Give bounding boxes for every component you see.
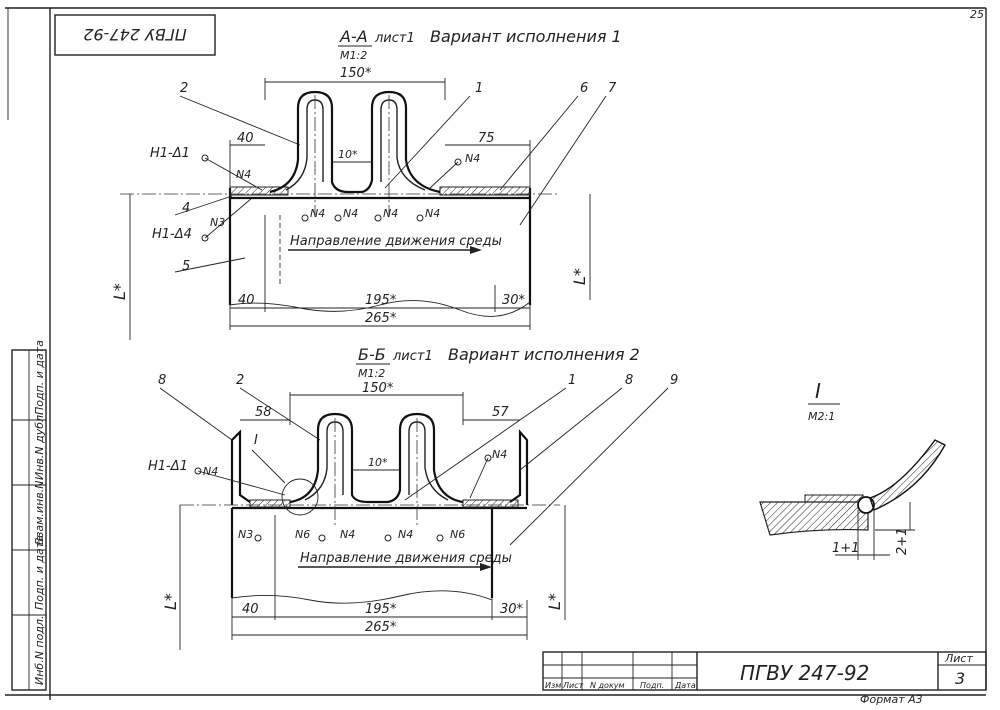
- view-a-dim-total: 265*: [365, 311, 397, 326]
- view-a-title: А-А: [339, 27, 368, 46]
- callout-9: 9: [670, 373, 678, 388]
- tb-sheet-no: 3: [955, 669, 965, 688]
- view-b-title: Б-Б: [358, 345, 386, 364]
- view-a-n-5: N4: [236, 168, 251, 181]
- view-b-flow: Направление движения среды: [300, 551, 512, 566]
- view-a-dim-top: 150*: [340, 66, 372, 81]
- view-a-dim-75: 75: [478, 131, 495, 146]
- side-label-2: Взам.инв.N: [33, 481, 46, 545]
- view-b-n-0: N4: [203, 465, 218, 478]
- view-b-scale: М1:2: [358, 367, 385, 380]
- tb-format: Формат А3: [860, 693, 923, 706]
- detail-dim-b: 2+1: [895, 528, 910, 555]
- view-b-variant: Вариант исполнения 2: [448, 345, 640, 364]
- callout-1-a: 1: [475, 81, 483, 96]
- page-number: 25: [970, 8, 984, 21]
- view-a-weld-h1b: Н1-Δ4: [152, 227, 192, 242]
- view-b-dim-L-right: L*: [545, 593, 564, 610]
- callout-5: 5: [182, 259, 190, 274]
- side-label-4: Подп. и дата: [33, 340, 46, 415]
- title-block: Изм Лист N докум Подп. Дата ПГВУ 247-92 …: [542, 651, 987, 706]
- view-a-flow: Направление движения среды: [290, 234, 502, 249]
- view-a-sheet-ref: лист1: [374, 31, 415, 46]
- side-label-1: Подп. и дата: [33, 535, 46, 610]
- view-a-variant: Вариант исполнения 1: [430, 27, 622, 46]
- view-b-dim-mid: 195*: [365, 602, 397, 617]
- callout-8-b: 8: [625, 373, 633, 388]
- view-b: Б-Б лист1 Вариант исполнения 2 М1:2 150*…: [148, 345, 678, 650]
- view-a-dim-L-right: L*: [570, 268, 589, 285]
- view-a-dim-10: 10*: [338, 148, 358, 161]
- view-b-n-2: N3: [238, 528, 253, 541]
- callout-7: 7: [608, 81, 617, 96]
- drawing-frame: [5, 7, 987, 700]
- view-b-dim-58: 58: [255, 405, 272, 420]
- view-b-detail-mark: I: [254, 433, 258, 448]
- view-a-n-3: N3: [210, 216, 225, 229]
- tb-col-2: N докум: [590, 681, 625, 690]
- side-label-3: Инв.N дубл.: [33, 411, 46, 480]
- doc-code-box: ПГВУ 247-92: [54, 14, 216, 56]
- view-a-dim-40: 40: [237, 131, 254, 146]
- view-a-n-2: N4: [383, 207, 398, 220]
- view-b-dim-total: 265*: [365, 620, 397, 635]
- view-a: А-А лист1 Вариант исполнения 1 М1:2 150*…: [110, 27, 622, 340]
- view-a-n-4: N4: [465, 152, 480, 165]
- callout-2-b: 2: [236, 373, 244, 388]
- callout-8-a: 8: [158, 373, 166, 388]
- view-b-n-5: N4: [398, 528, 413, 541]
- view-b-n-6: N6: [450, 528, 465, 541]
- detail-dim-a: 1+1: [832, 541, 859, 556]
- view-b-n-4: N4: [340, 528, 355, 541]
- view-b-dim-top: 150*: [362, 381, 394, 396]
- detail-mark: I: [815, 379, 821, 403]
- view-a-weld-h1: Н1-Δ1: [150, 146, 190, 161]
- view-a-dim-mid: 195*: [365, 293, 397, 308]
- view-a-n-3b: N4: [425, 207, 440, 220]
- side-stamp: Инб.N подл. Подп. и дата Взам.инв.N Инв.…: [11, 340, 47, 691]
- tb-col-3: Подп.: [640, 681, 664, 690]
- view-b-dim-57: 57: [492, 405, 509, 420]
- view-b-n-1: N4: [492, 448, 507, 461]
- detail-i: I М2:1 1+1 2+1: [759, 379, 946, 560]
- callout-6: 6: [580, 81, 588, 96]
- view-b-dim-10: 10*: [368, 456, 388, 469]
- view-b-dim-l: 40: [242, 602, 259, 617]
- detail-scale: М2:1: [808, 410, 835, 423]
- tb-col-1: Лист: [562, 681, 584, 690]
- view-a-dim-l: 40: [238, 293, 255, 308]
- tb-col-4: Дата: [674, 681, 696, 690]
- view-a-n-0: N4: [310, 207, 325, 220]
- tb-code: ПГВУ 247-92: [740, 661, 869, 685]
- tb-sheet-label: Лист: [944, 652, 973, 665]
- view-b-sheet-ref: лист1: [392, 349, 433, 364]
- callout-2-a: 2: [180, 81, 188, 96]
- view-b-weld-h1: Н1-Δ1: [148, 459, 188, 474]
- view-a-scale: М1:2: [340, 49, 367, 62]
- view-a-n-1: N4: [343, 207, 358, 220]
- callout-1-b: 1: [568, 373, 576, 388]
- tb-col-0: Изм: [545, 681, 561, 690]
- side-label-0: Инб.N подл.: [33, 616, 46, 685]
- view-b-dim-r: 30*: [500, 602, 524, 617]
- view-a-dim-L-left: L*: [110, 283, 129, 300]
- callout-4: 4: [182, 201, 190, 216]
- view-a-dim-r: 30*: [502, 293, 526, 308]
- view-b-dim-L-left: L*: [161, 593, 180, 610]
- doc-code-top: ПГВУ 247-92: [83, 25, 186, 44]
- view-b-n-3: N6: [295, 528, 310, 541]
